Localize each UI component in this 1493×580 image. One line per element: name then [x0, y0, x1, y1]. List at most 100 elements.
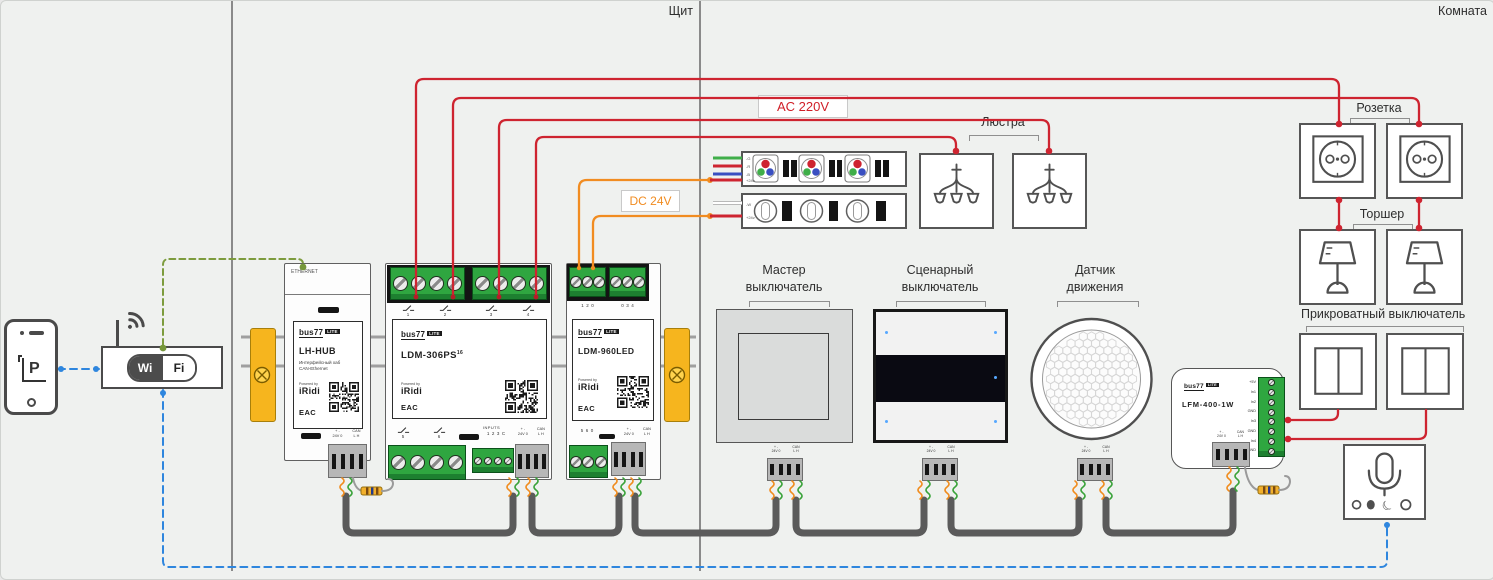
- white-led-graphics: [753, 199, 886, 223]
- chandelier-label: Люстра: [981, 115, 1025, 129]
- relay-channel-1: 1: [398, 304, 418, 317]
- floorlamp-icon: [1318, 241, 1357, 294]
- bedside-switch-bracket: [1306, 326, 1464, 332]
- can-terminal-block: [611, 442, 646, 476]
- bedside-switch-label: Прикроватный выключатель: [1301, 307, 1466, 321]
- relay-channel-3: 3: [481, 304, 501, 317]
- lfm-input-terminals: [1258, 377, 1285, 457]
- wifi-logo: Wi Fi: [127, 353, 197, 382]
- svg-text:☾: ☾: [1379, 496, 1397, 515]
- phone-speaker-bar: [29, 331, 44, 335]
- scenario-switch-label-2: выключатель: [901, 280, 979, 294]
- phone-app-logo-i: [18, 355, 22, 362]
- vent-slot: [318, 307, 339, 313]
- relay-channel-6: 6: [429, 426, 449, 439]
- relay-channel-5: 5: [393, 426, 413, 439]
- can-terminal-block: [1212, 442, 1250, 467]
- led-terminals-1-2-0: [569, 267, 606, 297]
- router-antenna: [116, 320, 119, 347]
- socket-label: Розетка: [1356, 101, 1402, 115]
- rocker-switch-icon: [1314, 347, 1363, 395]
- motion-sensor-label-2: движения: [1066, 280, 1124, 294]
- phone-home-button: [27, 398, 36, 407]
- floorlamp-1: [1299, 229, 1376, 305]
- led-terminals-0-3-4: [609, 267, 646, 297]
- qr-code: [329, 382, 359, 412]
- chandelier-icon: [1026, 163, 1073, 204]
- master-switch-bracket: [749, 301, 830, 307]
- scenario-switch-display: [876, 355, 1005, 402]
- chandelier-2: [1012, 153, 1087, 229]
- master-switch-label-2: выключатель: [745, 280, 823, 294]
- vent-slot: [459, 434, 479, 440]
- can-terminal-block: [328, 444, 367, 478]
- qr-code: [617, 376, 649, 408]
- relay-terminals-3-4: [472, 267, 547, 300]
- room-zone-label: Комната: [1438, 4, 1487, 18]
- chandelier-1: [919, 153, 994, 229]
- bedside-switch-2: [1386, 333, 1464, 410]
- phone-app-logo: P: [22, 358, 46, 382]
- rgb-led-graphics: [752, 154, 889, 183]
- module-model: LDM-306PS16: [401, 350, 464, 362]
- speaker-status-icons: ☾: [1351, 496, 1412, 515]
- iridi-logo: iRidi: [401, 386, 422, 396]
- module-model: LH-HUB: [299, 346, 336, 356]
- eac-mark: ЕАС: [299, 408, 317, 417]
- iridi-logo: iRidi: [299, 386, 320, 396]
- relay-channel-2: 2: [435, 304, 455, 317]
- powered-by-label: Powered by: [299, 382, 318, 386]
- can-terminal-block: [515, 444, 549, 478]
- inputs-pin-labels: 1 2 3 C: [486, 431, 506, 436]
- led-terminals-5-6-0: [569, 445, 608, 478]
- socket-icon: [1312, 135, 1364, 183]
- rgb-led-strip: -G -R -B +24v: [741, 151, 907, 187]
- din-end-clamp-left: [250, 328, 276, 422]
- panel-zone-label: Щит: [668, 4, 693, 18]
- socket-1: [1299, 123, 1376, 199]
- motion-sensor: [1029, 316, 1154, 442]
- dc-voltage-label: DC 24V: [621, 190, 680, 212]
- eac-mark: ЕАС: [401, 403, 419, 412]
- socket-2: [1386, 123, 1463, 199]
- ethernet-port-label: ETHERNET: [291, 269, 318, 275]
- master-switch-button: [738, 333, 829, 420]
- master-switch: [716, 309, 853, 443]
- vent-slot: [599, 434, 615, 439]
- motion-sensor-bracket: [1057, 301, 1139, 307]
- powered-by-label: Powered by: [578, 378, 597, 382]
- motion-sensor-label-1: Датчик: [1075, 263, 1115, 277]
- socket-icon: [1399, 135, 1451, 183]
- white-led-strip: -W +24v: [741, 193, 907, 229]
- wifi-router: Wi Fi: [101, 346, 223, 389]
- can-terminal-block: [922, 458, 958, 481]
- voice-assistant: ☾: [1343, 444, 1426, 520]
- powered-by-label: Powered by: [401, 382, 420, 386]
- floorlamp-icon: [1405, 241, 1444, 294]
- floorlamp-label: Торшер: [1359, 207, 1405, 221]
- chandelier-icon: [933, 163, 980, 204]
- bedside-switch-1: [1299, 333, 1377, 410]
- microphone-icon: ☾: [1351, 452, 1412, 515]
- can-terminal-block: [767, 458, 803, 481]
- chandelier-bracket: [969, 135, 1039, 141]
- master-switch-label-1: Мастер: [762, 263, 806, 277]
- relay-terminals-5-6: [388, 445, 466, 480]
- smartphone: P: [4, 319, 58, 415]
- qr-code: [505, 380, 538, 413]
- vent-slot: [301, 433, 321, 439]
- rocker-switch-icon: [1401, 347, 1450, 395]
- wifi-signal-icon: [128, 312, 145, 329]
